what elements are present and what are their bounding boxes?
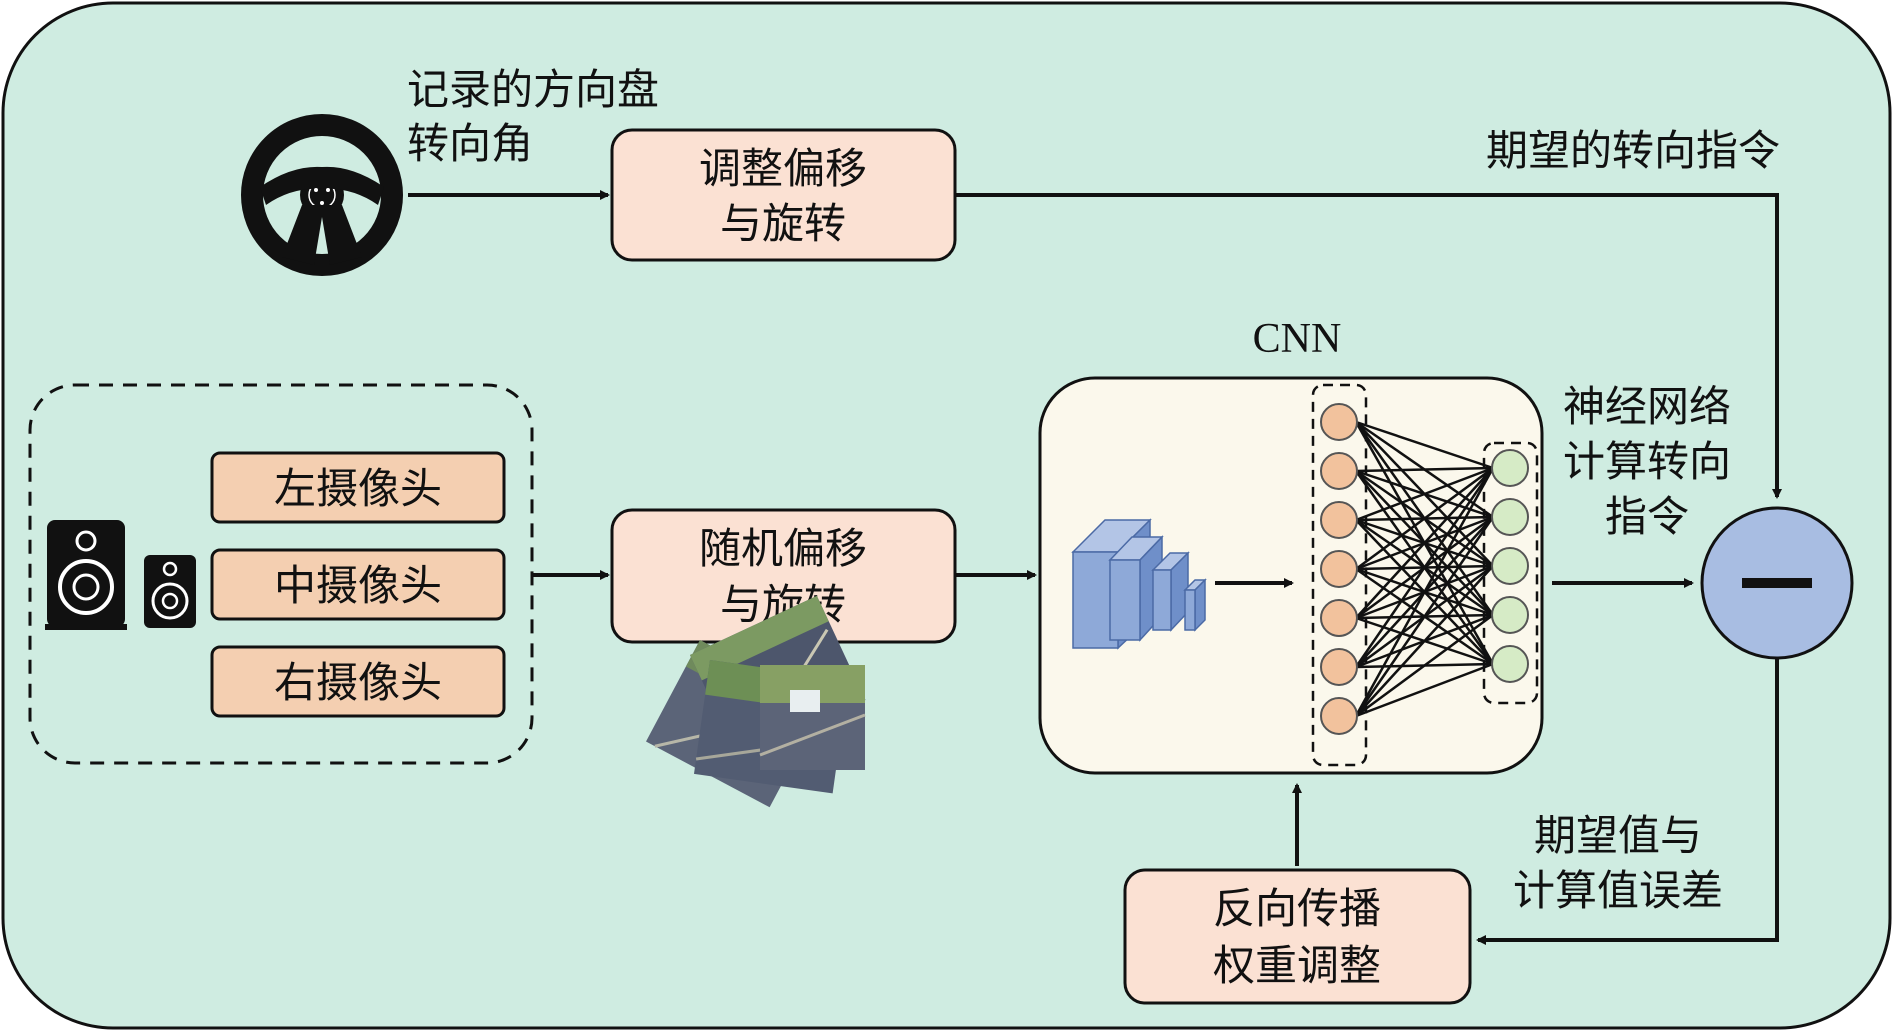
input-neuron [1320, 697, 1358, 735]
backprop-box-line1: 反向传播 [1213, 884, 1381, 933]
right-camera-box: 右摄像头 [210, 645, 506, 718]
backprop-box-line2: 权重调整 [1213, 941, 1381, 990]
nn-connection [1355, 466, 1494, 522]
conv-layer-blocks [1071, 518, 1207, 650]
input-neuron [1320, 403, 1358, 441]
minus-icon [1742, 578, 1812, 588]
input-neuron [1320, 452, 1358, 490]
right-camera-label: 右摄像头 [274, 658, 442, 707]
nn-output-label-2: 计算转向 [1563, 437, 1731, 486]
nn-output-label-3: 指令 [1605, 492, 1689, 541]
augmented-road-images [646, 595, 866, 808]
left-camera-box: 左摄像头 [210, 451, 506, 524]
subtract-node [1700, 506, 1854, 660]
random-box-line1: 随机偏移 [699, 524, 867, 573]
output-neuron [1491, 596, 1529, 634]
adjust-box-line1: 调整偏移 [699, 144, 867, 193]
center-camera-box: 中摄像头 [210, 548, 506, 621]
nn-connection [1354, 516, 1495, 717]
output-neuron [1491, 547, 1529, 585]
recorded-angle-label-1: 记录的方向盘 [407, 65, 659, 114]
backprop-box: 反向传播 权重调整 [1123, 868, 1472, 1005]
input-neuron [1320, 550, 1358, 588]
output-neuron [1491, 449, 1529, 487]
error-label-1: 期望值与 [1534, 811, 1702, 860]
error-label-2: 计算值误差 [1513, 866, 1723, 915]
cnn-title: CNN [1253, 316, 1342, 362]
nn-connection [1355, 466, 1494, 473]
nn-connection [1354, 467, 1495, 717]
input-neuron [1320, 501, 1358, 539]
nn-connection [1355, 466, 1494, 571]
nn-connection [1354, 467, 1495, 668]
left-camera-label: 左摄像头 [274, 464, 442, 513]
cnn-panel [1038, 376, 1544, 775]
output-neuron [1491, 645, 1529, 683]
recorded-angle-label-2: 转向角 [407, 119, 533, 168]
nn-connection [1355, 613, 1494, 718]
nn-connection [1355, 467, 1494, 619]
speaker-small-icon [144, 555, 196, 628]
nn-connection [1355, 565, 1494, 717]
nn-connection [1355, 662, 1494, 718]
nn-output-label-1: 神经网络 [1563, 382, 1731, 431]
arrow-subtract-to-backprop [1476, 658, 1779, 945]
adjust-offset-rotation-box: 调整偏移 与旋转 [610, 128, 957, 262]
input-neuron [1320, 599, 1358, 637]
expected-command-label: 期望的转向指令 [1486, 126, 1780, 175]
camera-group-container [28, 383, 534, 765]
nn-connection [1355, 420, 1494, 470]
input-neuron [1320, 648, 1358, 686]
adjust-box-line2: 与旋转 [720, 199, 846, 248]
fully-connected-network [1311, 383, 1539, 767]
output-neuron [1491, 498, 1529, 536]
arrow-adjust-to-subtract [955, 193, 1782, 499]
center-camera-label: 中摄像头 [274, 561, 442, 610]
speaker-icon [45, 520, 127, 630]
steering-wheel-icon [241, 114, 403, 276]
